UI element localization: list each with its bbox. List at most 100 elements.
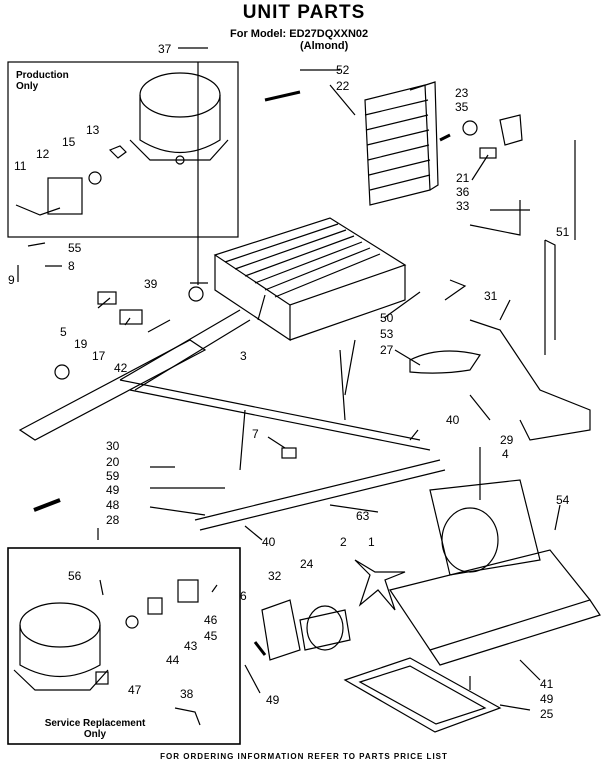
ordering-footer: FOR ORDERING INFORMATION REFER TO PARTS … <box>160 752 448 761</box>
callout-27: 27 <box>380 343 394 357</box>
part-21 <box>439 133 451 142</box>
callout-11: 11 <box>14 159 27 173</box>
callout-5: 5 <box>60 325 67 339</box>
callout-9: 9 <box>8 273 15 287</box>
condenser-coil <box>364 81 439 206</box>
callout-47: 47 <box>128 683 142 697</box>
callout-36: 36 <box>456 185 470 199</box>
callout-49-frame: 49 <box>106 483 120 497</box>
model-info: For Model: ED27DQXXN02 (Almond) <box>230 28 368 52</box>
part-43 <box>147 597 163 615</box>
callout-4: 4 <box>502 447 509 461</box>
callout-52: 52 <box>336 63 350 77</box>
part-23 <box>499 114 523 146</box>
callout-43: 43 <box>184 639 198 653</box>
service-label-line2: Only <box>83 729 107 740</box>
compressor-production <box>129 72 229 165</box>
callout-30: 30 <box>106 439 120 453</box>
callout-63: 63 <box>356 509 370 523</box>
callout-31: 31 <box>484 289 498 303</box>
part-17 <box>119 309 143 325</box>
grommet-39 <box>188 286 204 302</box>
callout-54: 54 <box>556 493 570 507</box>
callout-56: 56 <box>68 569 82 583</box>
part-35 <box>462 120 478 136</box>
callout-23: 23 <box>455 86 469 100</box>
part-6 <box>253 641 267 656</box>
callout-20: 20 <box>106 455 120 469</box>
model-number: For Model: ED27DQXXN02 <box>230 28 369 40</box>
callout-55: 55 <box>68 241 82 255</box>
tubing-33-51 <box>469 140 576 355</box>
fan-bracket <box>389 479 601 666</box>
base-frame-rails <box>18 309 446 531</box>
part-19 <box>97 291 117 305</box>
callout-17: 17 <box>92 349 106 363</box>
wire-50 <box>444 279 467 301</box>
callout-53: 53 <box>380 327 394 341</box>
diagram-title: UNIT PARTS <box>242 2 366 23</box>
compressor-service <box>13 602 109 691</box>
production-label-line2: Only <box>16 81 39 92</box>
callout-49-motor: 49 <box>266 693 280 707</box>
production-label-line1: Production <box>16 70 69 81</box>
model-color: (Almond) <box>300 40 349 52</box>
callout-24: 24 <box>300 557 314 571</box>
part-45 <box>177 579 199 603</box>
callout-37: 37 <box>158 42 172 56</box>
part-52 <box>264 90 301 102</box>
service-replacement-box <box>7 547 241 745</box>
callout-38: 38 <box>180 687 194 701</box>
callout-42: 42 <box>114 361 128 375</box>
callout-3: 3 <box>240 349 247 363</box>
callout-25: 25 <box>540 707 554 721</box>
callout-29: 29 <box>500 433 514 447</box>
production-only-label: Production Only <box>16 70 69 92</box>
callout-35: 35 <box>455 100 469 114</box>
drain-pan-25 <box>343 657 502 733</box>
drier-27 <box>409 350 481 374</box>
callout-40-upper: 40 <box>446 413 460 427</box>
terminal-part-13 <box>108 145 127 159</box>
callout-33: 33 <box>456 199 470 213</box>
callout-40-lower: 40 <box>262 535 276 549</box>
spring-59 <box>33 498 61 512</box>
part-5 <box>54 364 70 380</box>
part-38 <box>174 707 201 726</box>
part-47 <box>95 671 109 685</box>
callout-1: 1 <box>368 535 375 549</box>
callout-7: 7 <box>252 427 259 441</box>
part-7 <box>281 447 297 459</box>
callout-39: 39 <box>144 277 158 291</box>
service-replacement-label: Service Replacement Only <box>20 718 170 740</box>
callout-13: 13 <box>86 123 100 137</box>
clip-part-11 <box>15 204 61 216</box>
fan-motor-24 <box>299 605 351 651</box>
callout-41: 41 <box>540 677 554 691</box>
callout-48: 48 <box>106 498 120 512</box>
callout-32: 32 <box>268 569 282 583</box>
callout-15: 15 <box>62 135 76 149</box>
relay-part-12 <box>47 177 83 215</box>
callout-21: 21 <box>456 171 470 185</box>
callout-50: 50 <box>380 311 394 325</box>
part-36 <box>479 147 497 159</box>
callout-12: 12 <box>36 147 50 161</box>
evaporator-coil <box>213 217 407 342</box>
callout-49-base: 49 <box>540 692 554 706</box>
callout-51: 51 <box>556 225 570 239</box>
overload-part-15 <box>88 171 102 185</box>
tubing-31 <box>469 319 591 441</box>
callout-44: 44 <box>166 653 180 667</box>
part-44 <box>125 615 139 629</box>
bracket-32 <box>261 599 301 661</box>
callout-2: 2 <box>340 535 347 549</box>
production-only-box <box>7 61 239 238</box>
callout-45: 45 <box>204 629 218 643</box>
service-label-line1: Service Replacement <box>44 718 146 729</box>
callout-28: 28 <box>106 513 120 527</box>
callout-46: 46 <box>204 613 218 627</box>
callout-19: 19 <box>74 337 88 351</box>
callout-22: 22 <box>336 79 350 93</box>
